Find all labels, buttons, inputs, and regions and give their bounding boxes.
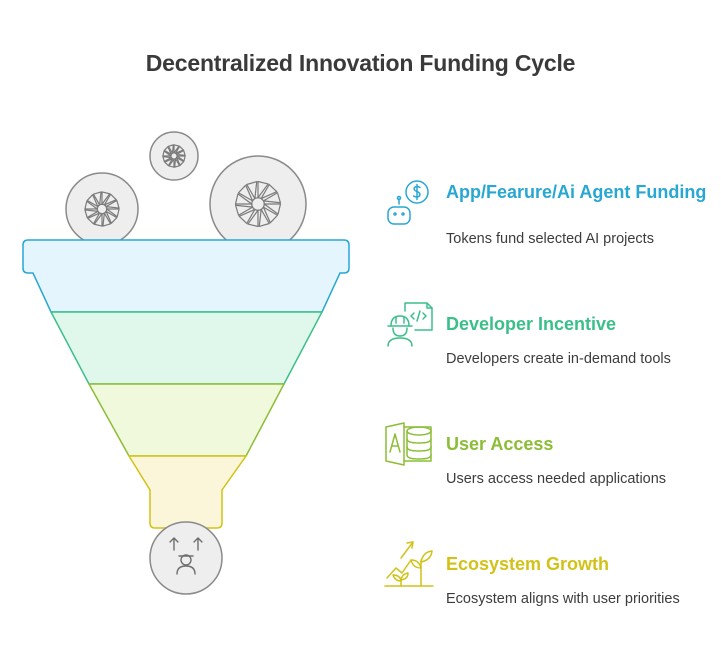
stage-description: Users access needed applications	[446, 471, 667, 487]
stage-title: Ecosystem Growth	[446, 554, 610, 574]
stage-description: Developers create in-demand tools	[446, 351, 671, 367]
funnel-band-developer	[49, 311, 324, 385]
people-growth-icon	[169, 537, 203, 575]
stage-description: Ecosystem aligns with user priorities	[446, 591, 680, 607]
stage-title: User Access	[446, 434, 554, 454]
funnel-spout	[127, 455, 248, 529]
developer-code-icon	[387, 302, 433, 347]
access-database-icon	[385, 422, 432, 466]
robot-dollar-icon	[387, 180, 429, 225]
pinwheel-icon	[84, 191, 120, 227]
input-bubble-large	[209, 155, 307, 253]
funnel-rim	[22, 239, 350, 313]
stage-title: Developer Incentive	[446, 314, 617, 334]
output-bubble	[149, 521, 223, 595]
pinwheel-icon	[162, 144, 186, 168]
stage-title: App/Fearure/Ai Agent Funding	[446, 182, 707, 202]
stage-description: Tokens fund selected AI projects	[446, 231, 654, 247]
input-bubble-small	[149, 131, 199, 181]
input-bubble-left	[65, 172, 139, 246]
funnel-band-user	[87, 383, 286, 457]
page-title: Decentralized Innovation Funding Cycle	[145, 50, 576, 76]
sprout-growth-icon	[384, 541, 434, 587]
pinwheel-icon	[234, 180, 282, 228]
